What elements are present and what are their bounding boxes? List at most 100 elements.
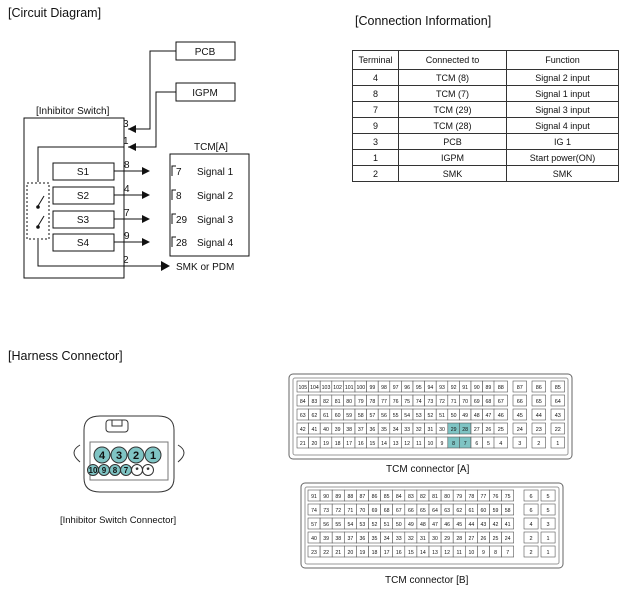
tcm-pin-cell <box>531 380 546 393</box>
tcm-pin-label: 12 <box>444 550 450 556</box>
switch-s3-label: S3 <box>77 215 90 226</box>
tcm-pin-label: 88 <box>498 385 504 391</box>
tcm-pin-label: 8 <box>452 441 455 447</box>
tcm-pin-cell <box>501 489 515 502</box>
tcm-pin-label: 23 <box>311 550 317 556</box>
table-cell: TCM (29) <box>398 101 507 118</box>
tcm-pin-label: 63 <box>300 413 306 419</box>
tcm-pin-label: 103 <box>322 385 331 391</box>
tcm-pin-label: 55 <box>335 522 341 528</box>
tcm-pin-label: 49 <box>408 522 414 528</box>
tcm-pin-label: 68 <box>486 399 492 405</box>
tcm-pin-label: 89 <box>486 385 492 391</box>
tcm-connector-b-caption: TCM connector [B] <box>385 575 469 586</box>
tcm-pin-label: 6 <box>475 441 478 447</box>
tcm-pin-label: 57 <box>370 413 376 419</box>
tcm-pin-label: 48 <box>474 413 480 419</box>
inhibitor-pin-label: * <box>146 466 150 475</box>
tcm-pin-label: 48 <box>420 522 426 528</box>
tcm-pin-label: 66 <box>517 399 523 405</box>
tcm-pin-label: 27 <box>468 536 474 542</box>
tcm-pin-label: 25 <box>498 427 504 433</box>
tcm-pin-29: 29 <box>176 215 188 226</box>
tcm-pin-label: 72 <box>335 508 341 514</box>
tcm-pin-label: 100 <box>356 385 365 391</box>
tcm-pin-label: 64 <box>555 399 561 405</box>
tcm-pin-label: 19 <box>360 550 366 556</box>
tcm-pin-label: 22 <box>555 427 561 433</box>
tcm-pin-cell <box>501 545 515 558</box>
tcm-pin-label: 46 <box>498 413 504 419</box>
tcm-pin-label: 59 <box>493 508 499 514</box>
inhibitor-pin-label: 7 <box>124 466 129 475</box>
tcm-pin-cell <box>531 436 546 449</box>
tcm-pin-label: 1 <box>547 550 550 556</box>
signal-2-label: Signal 2 <box>197 191 234 202</box>
tcm-pin-label: 29 <box>451 427 457 433</box>
inhibitor-pin-label: 9 <box>102 466 107 475</box>
tcm-pin-cell <box>531 394 546 407</box>
tcm-pin-cell <box>550 408 565 421</box>
tcm-pin-label: 91 <box>311 494 317 500</box>
tcm-pin-label: 73 <box>428 399 434 405</box>
table-cell: SMK <box>506 165 619 182</box>
circuit-diagram-heading: [Circuit Diagram] <box>8 6 102 20</box>
table-cell: IG 1 <box>506 133 619 150</box>
col-header-connected-to: Connected to <box>398 50 507 70</box>
tcm-pin-cell <box>550 394 565 407</box>
tcm-pin-label: 47 <box>432 522 438 528</box>
tcm-pin-label: 1 <box>547 536 550 542</box>
tcm-pin-label: 52 <box>428 413 434 419</box>
table-cell: Signal 2 input <box>506 69 619 86</box>
table-cell: Signal 1 input <box>506 85 619 102</box>
tcm-label: TCM[A] <box>194 142 228 153</box>
table-cell: PCB <box>398 133 507 150</box>
tcm-pin-label: 26 <box>486 427 492 433</box>
tcm-pin-label: 70 <box>462 399 468 405</box>
tcm-pin-label: 3 <box>518 441 521 447</box>
tcm-pin-cell <box>493 394 508 407</box>
tcm-pin-28: 28 <box>176 238 188 249</box>
tcm-pin-label: 8 <box>494 550 497 556</box>
signal-4-label: Signal 4 <box>197 238 234 249</box>
tcm-connector-a-frame <box>288 373 573 460</box>
tcm-pin-label: 26 <box>481 536 487 542</box>
harness-connector-heading: [Harness Connector] <box>8 349 123 363</box>
tcm-pin-label: 86 <box>536 385 542 391</box>
tcm-pin-cell <box>550 436 565 449</box>
tcm-pin-label: 67 <box>396 508 402 514</box>
tcm-pin-label: 102 <box>333 385 342 391</box>
inhibitor-pin-label: 2 <box>133 450 139 462</box>
inhibitor-pin-label: 3 <box>116 450 122 462</box>
tcm-pin-cell <box>531 422 546 435</box>
tcm-pin-label: 94 <box>428 385 434 391</box>
tcm-pin-label: 90 <box>323 494 329 500</box>
tcm-pin-label: 61 <box>323 413 329 419</box>
table-header-row: Terminal Connected to Function <box>352 50 619 70</box>
tcm-pin-label: 59 <box>346 413 352 419</box>
tcm-pin-label: 37 <box>347 536 353 542</box>
tcm-pin-label: 63 <box>444 508 450 514</box>
tcm-pin-label: 11 <box>416 441 421 447</box>
tcm-pin-label: 10 <box>428 441 434 447</box>
signal-1-label: Signal 1 <box>197 167 234 178</box>
tcm-pin-label: 88 <box>347 494 353 500</box>
tcm-pin-label: 37 <box>358 427 364 433</box>
tcm-pin-label: 35 <box>372 536 378 542</box>
tcm-pin-label: 68 <box>384 508 390 514</box>
tcm-pin-label: 85 <box>555 385 561 391</box>
inhibitor-switch-label: [Inhibitor Switch] <box>36 106 110 117</box>
tcm-pin-label: 75 <box>404 399 410 405</box>
tcm-pin-label: 32 <box>408 536 414 542</box>
table-cell: 1 <box>352 149 399 166</box>
inhibitor-pin-label: 4 <box>99 450 106 462</box>
inhibitor-switch-frame <box>23 117 125 279</box>
tcm-pin-label: 33 <box>404 427 410 433</box>
tcm-pin-label: 90 <box>474 385 480 391</box>
tcm-pin-label: 15 <box>370 441 376 447</box>
tcm-pin-label: 54 <box>404 413 410 419</box>
